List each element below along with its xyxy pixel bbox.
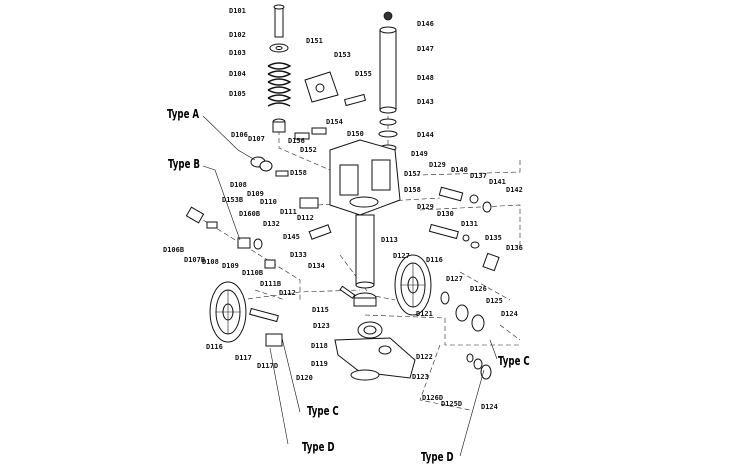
part-label: D116	[206, 343, 223, 351]
part-label: D107B	[184, 256, 206, 264]
part-label: D153B	[222, 196, 244, 204]
part-label: D109	[247, 190, 264, 198]
part-label: D132	[263, 220, 280, 228]
part-label: D134	[308, 262, 325, 270]
part-label: D107	[248, 135, 265, 143]
type-a-label: Type A	[167, 107, 200, 121]
part-label: D150	[347, 130, 364, 138]
type-c-label-right: Type C	[498, 354, 530, 368]
part-label: D121	[416, 310, 433, 318]
part-label: D129	[417, 203, 434, 211]
part-label: D104	[229, 70, 246, 78]
part-label: D157	[404, 170, 421, 178]
part-label: D154	[326, 118, 343, 126]
part-label: D108	[202, 258, 219, 266]
part-label: D147	[417, 45, 434, 53]
part-label: D144	[417, 131, 434, 139]
type-c-label-bottom: Type C	[307, 404, 339, 418]
part-label: D123	[313, 322, 330, 330]
part-label: D105	[229, 90, 246, 98]
type-leaders	[202, 115, 498, 457]
part-label: D116	[426, 256, 443, 264]
part-label: D145	[283, 233, 300, 241]
part-label: D124	[481, 403, 498, 411]
part-label: D142	[506, 186, 523, 194]
part-label: D109	[222, 262, 239, 270]
type-d-label-bottom: Type D	[302, 440, 335, 454]
spring-stack	[267, 4, 292, 133]
part-label: D140	[451, 166, 468, 174]
part-label: D135	[485, 234, 502, 242]
type-d-label-right: Type D	[421, 450, 454, 464]
part-label: D119	[311, 360, 328, 368]
part-label: D158	[290, 169, 307, 177]
part-label: D133	[290, 251, 307, 259]
part-label: D137	[470, 172, 487, 180]
part-label: D130	[437, 210, 454, 218]
part-label: D108	[230, 181, 247, 189]
part-label: D111B	[260, 280, 282, 288]
part-label: D122	[416, 353, 433, 361]
part-label: D102	[229, 31, 246, 39]
part-label: D118	[311, 342, 328, 350]
part-label: D131	[461, 220, 478, 228]
part-label: D111	[280, 208, 297, 216]
part-label: D112	[279, 289, 296, 297]
part-label: D106	[231, 131, 248, 139]
part-label: D146	[417, 20, 434, 28]
type-b-label: Type B	[168, 157, 201, 171]
part-label: D155	[355, 70, 372, 78]
part-label: D127	[446, 275, 463, 283]
part-label: D106B	[163, 246, 185, 254]
part-label: D141	[489, 178, 506, 186]
part-label: D160B	[239, 210, 261, 218]
part-label: D152	[300, 146, 317, 154]
part-label: D148	[417, 74, 434, 82]
part-label: D103	[229, 49, 246, 57]
part-label: D125D	[441, 400, 463, 408]
part-label: D101	[229, 7, 246, 15]
part-label: D123	[412, 373, 429, 381]
part-label: D117	[235, 354, 252, 362]
part-label: D124	[501, 310, 518, 318]
part-label: D149	[411, 150, 428, 158]
part-label: D153	[334, 51, 351, 59]
part-label: D113	[381, 236, 398, 244]
part-label: D125	[486, 297, 503, 305]
part-label: D110B	[242, 269, 264, 277]
part-label: D126D	[422, 394, 444, 402]
hydraulic-cylinder	[378, 11, 398, 152]
part-label: D129	[429, 161, 446, 169]
part-label: D143	[417, 98, 434, 106]
bearing-parts	[466, 353, 492, 380]
steering-frame	[334, 285, 416, 381]
part-label: D126	[470, 285, 487, 293]
part-label: D112	[297, 214, 314, 222]
part-label: D158	[404, 186, 421, 194]
part-label: D110	[260, 198, 277, 206]
left-wheel	[209, 281, 283, 347]
part-label: D156	[288, 137, 305, 145]
pump-housing	[294, 71, 401, 289]
part-label: D117D	[257, 362, 279, 370]
right-valve-parts	[428, 186, 500, 272]
part-label: D151	[306, 37, 323, 45]
part-label: D115	[312, 306, 329, 314]
right-wheel	[394, 254, 485, 332]
valve-parts	[185, 156, 289, 269]
part-label: D136	[506, 244, 523, 252]
part-label: D127	[393, 252, 410, 260]
part-label: D120	[296, 374, 313, 382]
